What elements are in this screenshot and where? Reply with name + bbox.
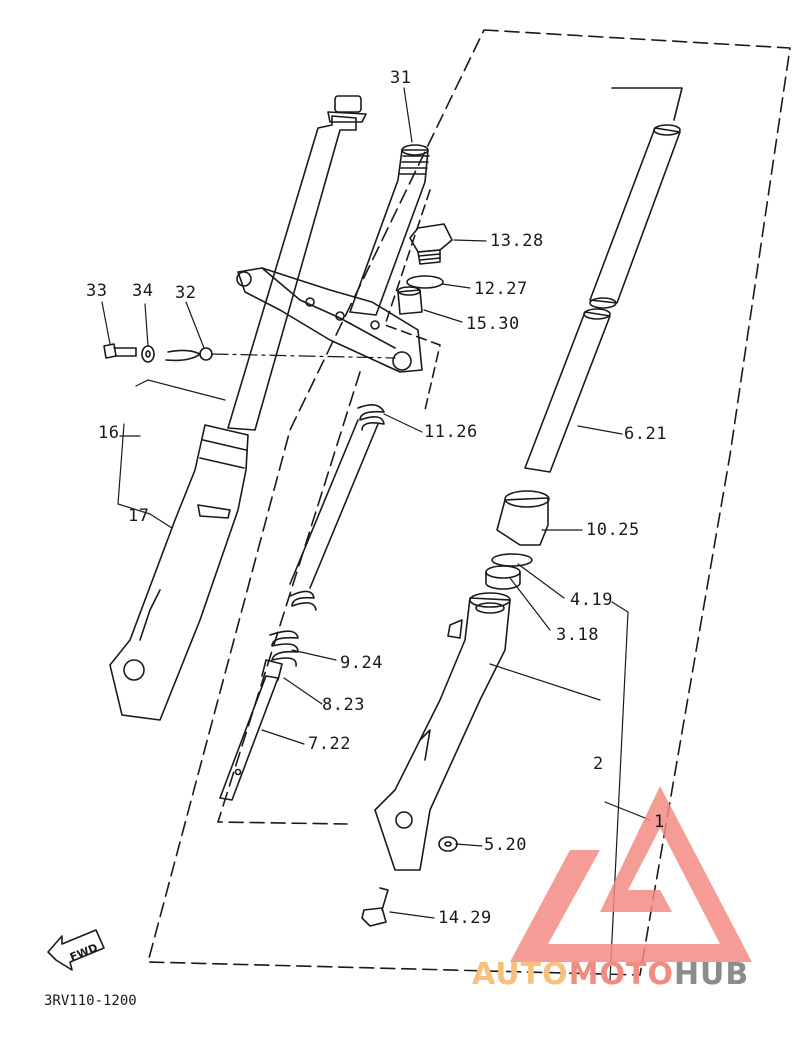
- diagram-code: 3RV110-1200: [44, 993, 137, 1009]
- callout-13-28: 13.28: [490, 231, 544, 251]
- callout-5-20: 5.20: [484, 835, 527, 855]
- oil-seal: [485, 565, 521, 590]
- callout-7-22: 7.22: [308, 734, 351, 754]
- pinch-bolt: [103, 343, 137, 359]
- callout-1: 1: [654, 812, 665, 832]
- callout-11-26: 11.26: [424, 422, 478, 442]
- damper-rod: [219, 659, 283, 801]
- inner-tube-group-outline: [611, 87, 683, 121]
- fwd-label: FWD: [68, 941, 100, 964]
- callout-2: 2: [593, 754, 604, 774]
- stem-group-outline: [384, 189, 441, 411]
- under-bracket: [236, 267, 423, 373]
- watermark-part3: HUB: [673, 957, 750, 992]
- callout-12-27: 12.27: [474, 279, 528, 299]
- leader-lines: [101, 87, 651, 981]
- left-fork-assembled: [109, 95, 367, 721]
- callout-3-18: 3.18: [556, 625, 599, 645]
- spacer-collar: [397, 286, 423, 315]
- callout-15-30: 15.30: [466, 314, 520, 334]
- watermark-part2: MOTO: [568, 957, 674, 992]
- drain-washer: [438, 836, 458, 852]
- callout-31: 31: [390, 68, 412, 88]
- damper-group-outline: [217, 371, 361, 825]
- callout-34: 34: [132, 281, 154, 301]
- washer: [141, 345, 155, 363]
- circlip: [491, 553, 533, 567]
- callout-10-25: 10.25: [586, 520, 640, 540]
- drain-bolt: [361, 887, 389, 927]
- callout-6-21: 6.21: [624, 424, 667, 444]
- retaining-clip: [165, 347, 213, 362]
- callout-32: 32: [175, 283, 197, 303]
- callout-33: 33: [86, 281, 108, 301]
- cap-bolt: [409, 223, 453, 265]
- callout-14-29: 14.29: [438, 908, 492, 928]
- watermark-logo-icon: [510, 786, 752, 962]
- callout-9-24: 9.24: [340, 653, 383, 673]
- inner-tube: [524, 124, 681, 473]
- dust-seal: [496, 490, 550, 546]
- callout-17: 17: [128, 506, 150, 526]
- callout-4-19: 4.19: [570, 590, 613, 610]
- watermark-text: AUTOMOTOHUB: [472, 960, 749, 990]
- callout-8-23: 8.23: [322, 695, 365, 715]
- watermark-part1: AUTO: [472, 957, 569, 992]
- assembly-boundary: [147, 29, 791, 976]
- fwd-arrow: [47, 929, 105, 971]
- outer-tube: [374, 592, 511, 871]
- o-ring: [406, 275, 444, 289]
- rebound-spring: [269, 630, 299, 667]
- steering-stem: [349, 144, 430, 316]
- fork-spring: [289, 404, 385, 611]
- callout-16: 16: [98, 423, 120, 443]
